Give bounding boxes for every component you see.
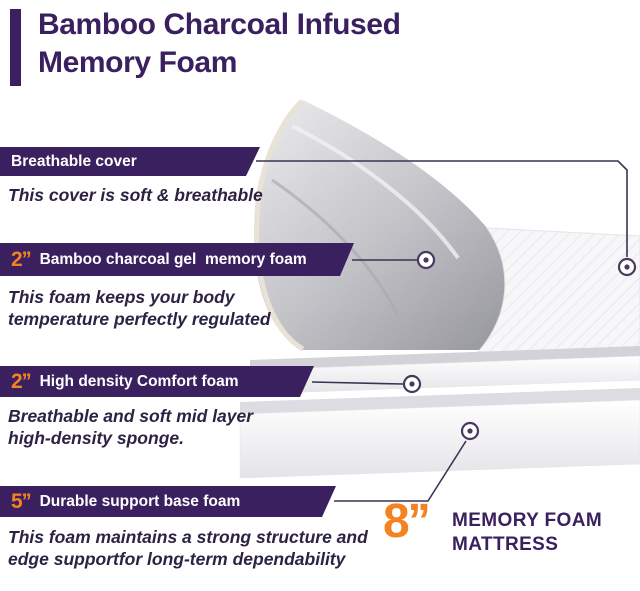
layer-thickness: 5’’ [11, 489, 31, 513]
marker-base-foam [460, 421, 480, 441]
total-thickness: 8’’ [383, 495, 431, 548]
callout-desc-memory-foam: This foam keeps your body temperature pe… [8, 286, 271, 330]
callout-banner-breathable-cover: Breathable cover [0, 147, 260, 176]
callout-label: High density Comfort foam [39, 372, 239, 390]
callout-label: Durable support base foam [39, 492, 241, 510]
sheet-fold-shadow [271, 178, 400, 317]
callout-label: Bamboo charcoal gel memory foam [39, 250, 307, 268]
peeled-cover-sheet [254, 100, 509, 350]
callout-banner-comfort-foam: 2’’ High density Comfort foam [0, 366, 314, 397]
desc-line: This foam keeps your body [8, 287, 235, 307]
marker-breathable-cover [617, 257, 637, 277]
desc-line: This cover is soft & breathable [8, 185, 263, 205]
desc-line: high-density sponge. [8, 428, 184, 448]
page-title: Bamboo Charcoal Infused Memory Foam [38, 6, 401, 82]
base-foam-top [240, 388, 640, 414]
callout-desc-comfort-foam: Breathable and soft mid layer high-densi… [8, 405, 253, 449]
leader-line-breathable-cover [256, 160, 628, 257]
sheet-cut-edge [254, 99, 305, 352]
marker-memory-foam [416, 250, 436, 270]
base-foam-layer [239, 399, 640, 479]
callout-banner-base-foam: 5’’ Durable support base foam [0, 486, 336, 517]
desc-line: Breathable and soft mid layer [8, 406, 254, 426]
product-name: MEMORY FOAM MATTRESS [452, 509, 602, 557]
title-accent-bar [10, 9, 21, 86]
leader-line-comfort-foam [311, 381, 404, 385]
marker-comfort-foam [402, 374, 422, 394]
product-name-line2: MATTRESS [452, 534, 559, 555]
callout-banner-memory-foam: 2’’ Bamboo charcoal gel memory foam [0, 243, 354, 276]
page-title-line1: Bamboo Charcoal Infused [38, 8, 401, 41]
layer-thickness: 2’’ [11, 247, 31, 271]
product-name-line1: MEMORY FOAM [452, 510, 603, 531]
callout-desc-breathable-cover: This cover is soft & breathable [8, 184, 263, 206]
page-title-line2: Memory Foam [38, 46, 237, 79]
sheet-fold-highlight [291, 124, 460, 260]
desc-line: temperature perfectly regulated [8, 309, 271, 329]
desc-line: This foam maintains a strong structure a… [8, 527, 368, 547]
comfort-foam-top [250, 346, 640, 370]
desc-line: edge supportfor long-term dependability [8, 549, 346, 569]
leader-line-base-foam [334, 440, 467, 502]
layer-thickness: 2’’ [11, 369, 31, 393]
callout-label: Breathable cover [11, 152, 137, 170]
callout-desc-base-foam: This foam maintains a strong structure a… [8, 526, 368, 570]
